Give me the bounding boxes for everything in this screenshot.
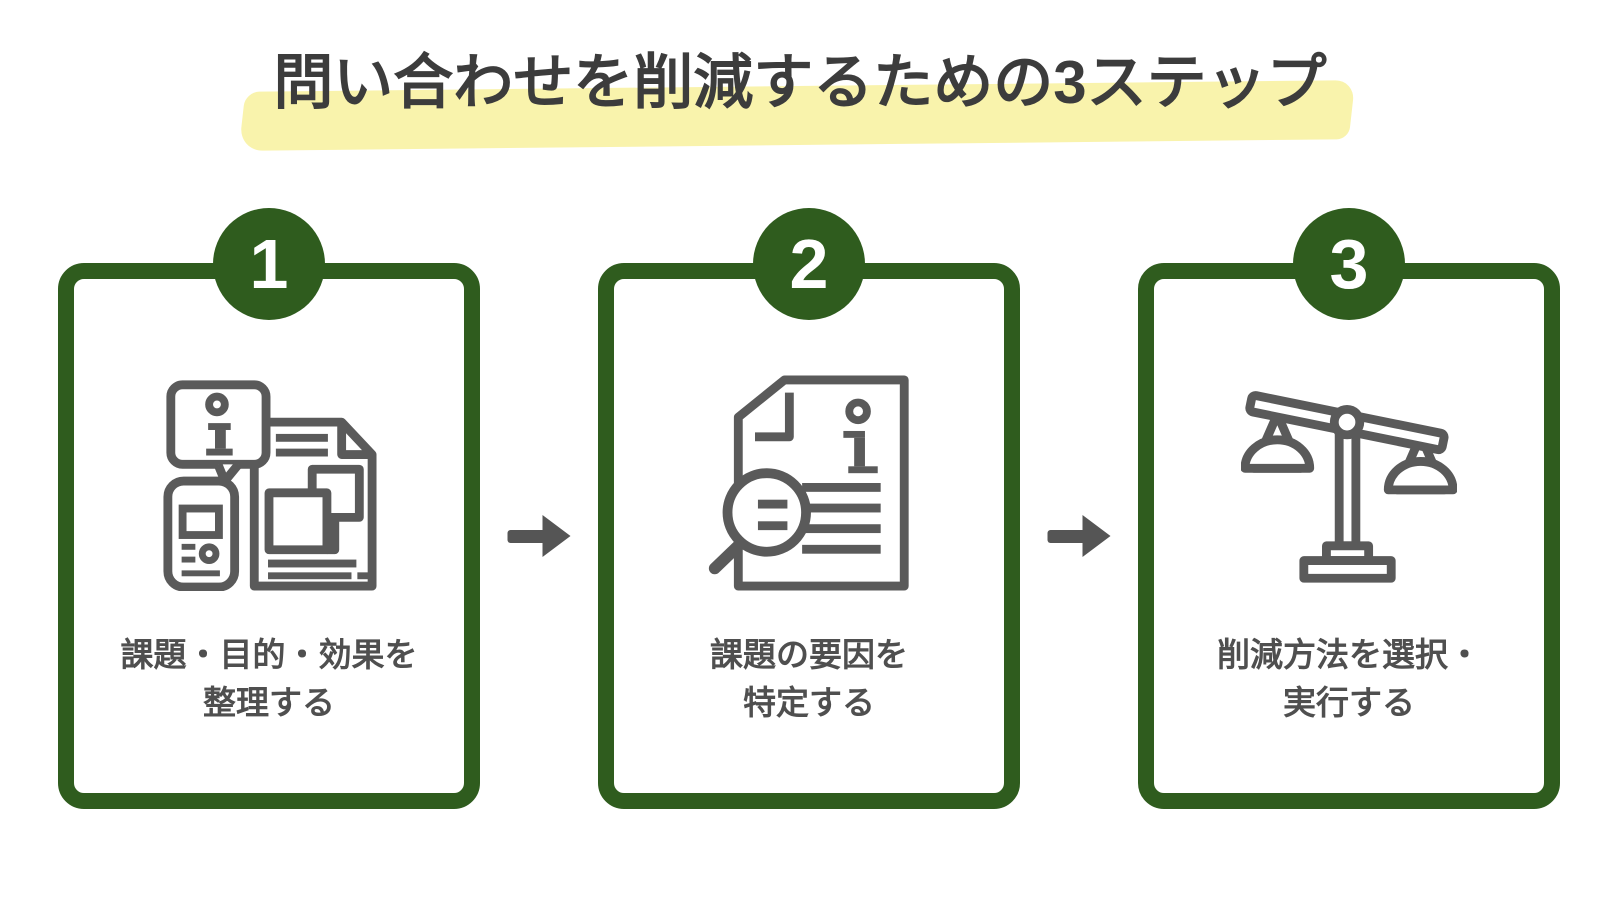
step-1-label: 課題・目的・効果を 整理する xyxy=(74,631,464,727)
arrow-right-icon xyxy=(507,515,571,557)
connector-gap-1 xyxy=(480,263,598,809)
document-search-icon xyxy=(701,375,917,591)
page-title: 問い合わせを削減するための3ステップ xyxy=(273,49,1327,116)
step-card-3: 3 xyxy=(1138,208,1560,809)
step-2-number: 2 xyxy=(789,225,829,303)
arrow-right-icon xyxy=(1047,515,1111,557)
arrow-head xyxy=(542,515,571,557)
connector-gap-2 xyxy=(1020,263,1138,809)
step-3-number-badge: 3 xyxy=(1293,208,1405,320)
arrow-shaft xyxy=(1047,529,1086,543)
arrow-shaft xyxy=(507,529,546,543)
info-materials-icon xyxy=(161,375,377,592)
steps-row: 1 xyxy=(58,208,1560,809)
step-3-number: 3 xyxy=(1329,225,1369,303)
title-block: 問い合わせを削減するための3ステップ xyxy=(0,48,1600,151)
step-2-number-badge: 2 xyxy=(753,208,865,320)
arrow-head xyxy=(1082,515,1111,557)
step-1-label-line2: 整理する xyxy=(203,684,335,721)
step-2-label: 課題の要因を 特定する xyxy=(614,631,1004,727)
step-2-label-line2: 特定する xyxy=(743,684,875,721)
step-3-label-line2: 実行する xyxy=(1283,684,1415,721)
step-card-1: 1 xyxy=(58,208,480,809)
step-1-number-badge: 1 xyxy=(213,208,325,320)
step-card-2: 2 xyxy=(598,208,1020,809)
step-2-label-line1: 課題の要因を xyxy=(710,636,908,673)
step-3-label-line1: 削減方法を選択・ xyxy=(1217,636,1481,673)
step-1-label-line1: 課題・目的・効果を xyxy=(120,636,418,673)
step-3-label: 削減方法を選択・ 実行する xyxy=(1154,631,1544,727)
balance-scale-icon xyxy=(1240,375,1458,591)
step-1-number: 1 xyxy=(249,225,289,303)
